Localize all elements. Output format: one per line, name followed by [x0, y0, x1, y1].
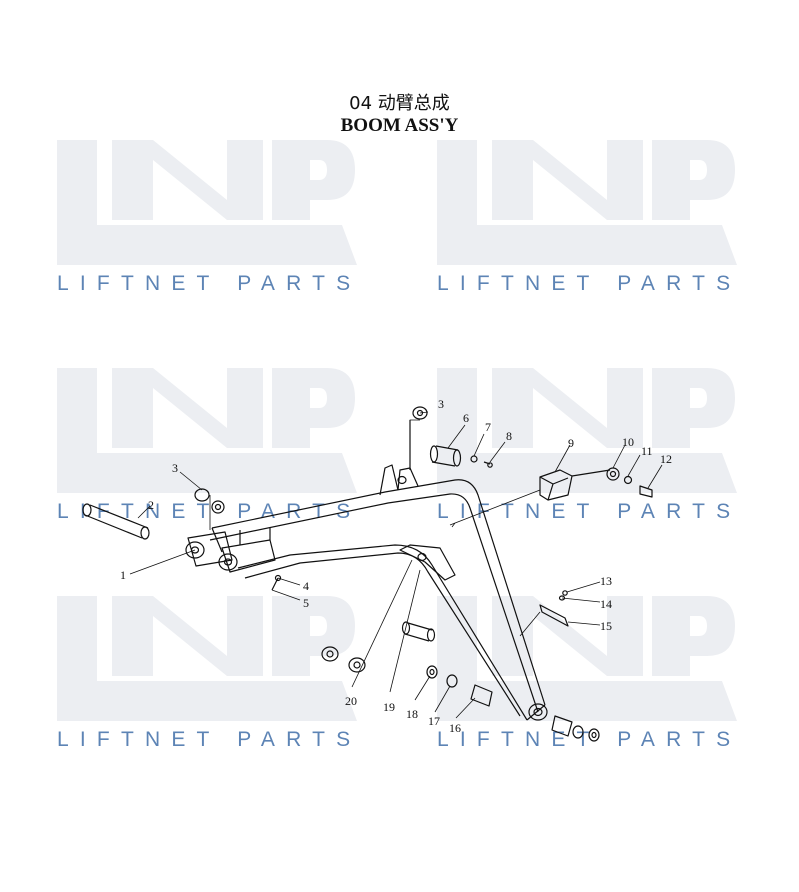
- tip-washer: [588, 728, 600, 742]
- watermark-logo: [57, 140, 357, 265]
- part-17-washer: [446, 674, 458, 688]
- boom-foot-bore: [185, 541, 205, 559]
- callout-13: 13: [600, 574, 612, 588]
- callout-6: 6: [463, 411, 469, 425]
- watermark-logo: [437, 140, 737, 265]
- callout-20: 20: [345, 694, 357, 708]
- part-12-bolt: [639, 485, 653, 498]
- tip-washer: [572, 725, 584, 739]
- callout-15: 15: [600, 619, 612, 633]
- part-9-block: [539, 469, 573, 501]
- callout-12: 12: [660, 452, 672, 466]
- watermark-text: LIFTNET PARTS: [57, 728, 362, 751]
- callout-1: 1: [120, 568, 126, 582]
- part-16-bushing: [470, 684, 493, 707]
- watermark-text: LIFTNET PARTS: [437, 728, 742, 751]
- callout-11: 11: [641, 444, 653, 458]
- watermark-logo: [437, 368, 737, 493]
- callout-2: 2: [148, 498, 154, 512]
- callout-8: 8: [506, 429, 512, 443]
- part-8-bolt: [483, 461, 491, 465]
- callout-4: 4: [303, 579, 309, 593]
- watermark-logo: [57, 596, 357, 721]
- part-19-pin: [401, 621, 436, 642]
- watermark-text: LIFTNET PARTS: [57, 500, 362, 523]
- part-7-washer: [470, 455, 478, 463]
- part-18-washer: [426, 665, 438, 679]
- callout-16: 16: [449, 721, 461, 735]
- knuckle-bore: [397, 475, 407, 485]
- part-3-washer-top: [412, 406, 428, 420]
- callout-17: 17: [428, 714, 440, 728]
- callout-7: 7: [485, 420, 491, 434]
- watermark-text: LIFTNET PARTS: [437, 272, 742, 295]
- callout-14: 14: [600, 597, 612, 611]
- leader-lines: [129, 411, 663, 719]
- boom-foot-bore: [218, 553, 238, 571]
- callout-18: 18: [406, 707, 418, 721]
- boom-structure: [187, 464, 548, 721]
- callout-labels: 1 2 3 3 4 5 6 7 8 9 10 11 12 13 14 15 16…: [120, 397, 672, 735]
- callout-19: 19: [383, 700, 395, 714]
- tip-bushing: [551, 715, 573, 737]
- watermark-text: LIFTNET PARTS: [57, 272, 362, 295]
- part-3-washer: [194, 488, 210, 502]
- part-20-washer: [348, 657, 366, 673]
- watermark-text: LIFTNET PARTS: [437, 500, 742, 523]
- part-10-washer: [606, 467, 620, 481]
- callout-5: 5: [303, 596, 309, 610]
- part-11-nut: [623, 475, 633, 485]
- boom-foot-bore-inner: [223, 558, 233, 566]
- boom-foot-bore-inner: [190, 546, 200, 554]
- part-6-bushing: [429, 445, 462, 467]
- title-chinese: 04 动臂总成: [349, 93, 450, 114]
- middle-bore: [417, 552, 427, 562]
- watermark-logo: [57, 368, 357, 493]
- callout-3-top: 3: [438, 397, 444, 411]
- callout-9: 9: [568, 436, 574, 450]
- part-13-bolt: [562, 590, 568, 596]
- part-15-clamp: [539, 604, 569, 627]
- title-english: BOOM ASS'Y: [340, 115, 459, 136]
- part-20-washer: [321, 646, 339, 662]
- part-3-washer: [211, 500, 225, 514]
- part-2-pin: [82, 503, 150, 540]
- callout-10: 10: [622, 435, 634, 449]
- callout-3: 3: [172, 461, 178, 475]
